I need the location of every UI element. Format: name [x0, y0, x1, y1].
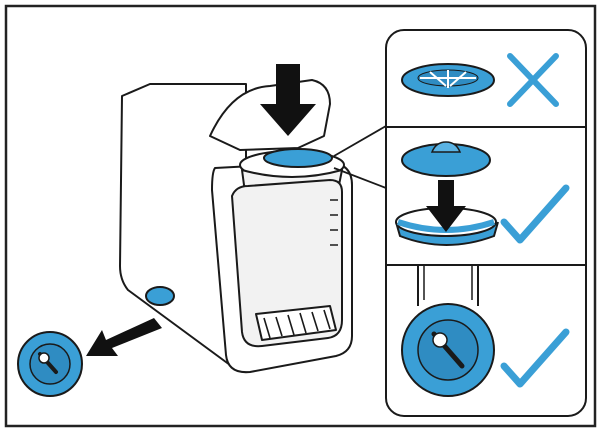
machine-disc-slot: [146, 287, 174, 305]
step-1-disc-incorrect: [402, 64, 494, 96]
removed-disc: [18, 332, 82, 396]
instruction-panel: [386, 30, 586, 416]
disc-in-machine: [264, 149, 332, 167]
